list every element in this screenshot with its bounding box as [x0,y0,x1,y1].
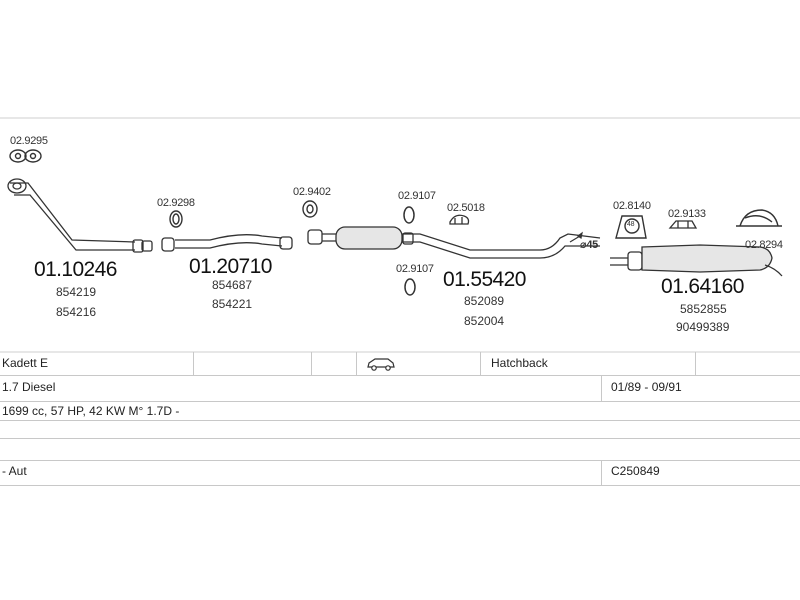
part-number-2[interactable]: 01.20710 [189,255,272,278]
hanger-3-icon [615,215,647,239]
gearbox: - Aut [2,464,27,478]
engine-type: 1.7 Diesel [2,380,56,394]
clamp-4-icon [668,220,698,229]
hanger-2-icon [404,278,416,296]
gasket-front-icon [9,149,42,163]
hanger-2-label: 02.9107 [396,263,434,275]
rear-silencer[interactable] [610,244,783,277]
mount-rear-icon [736,209,782,227]
clamp-4-label: 02.9133 [668,208,706,220]
pipe-diameter-label: ⌀45 [580,239,598,251]
part-3-ref-1: 852089 [464,294,505,308]
hanger-1-icon [403,206,415,224]
engine-specs: 1699 cc, 57 HP, 42 KW M° 1.7D - [2,404,180,418]
production-period: 01/89 - 09/91 [611,380,682,394]
centre-silencer[interactable] [307,226,601,259]
body-type: Hatchback [491,356,548,370]
part-number-1[interactable]: 01.10246 [34,258,117,281]
clamp-3-label: 02.5018 [447,202,485,214]
part-3-ref-2: 852004 [464,314,505,328]
part-2-ref-1: 854687 [212,278,253,292]
part-4-ref-2: 90499389 [676,320,730,334]
front-pipe[interactable] [7,178,153,253]
clamp-2-icon [302,200,318,218]
part-1-ref-1: 854219 [56,285,97,299]
hanger-3-badge: 48 [627,221,635,228]
clamp-1-icon [169,210,183,228]
part-4-ref-1: 5852855 [680,302,727,316]
clamp-3-icon [449,214,470,225]
middle-pipe[interactable] [161,234,293,252]
part-number-4[interactable]: 01.64160 [661,275,744,298]
mount-rear-label: 02.8294 [745,239,783,251]
hanger-1-label: 02.9107 [398,190,436,202]
part-2-ref-2: 854221 [212,297,253,311]
clamp-2-label: 02.9402 [293,186,331,198]
car-hatchback-icon [366,357,396,374]
diameter-arrow-icon [569,231,583,243]
hanger-3-label: 02.8140 [613,200,651,212]
catalog-code: C250849 [611,464,660,478]
vehicle-model: Kadett E [2,356,49,370]
gasket-front-label: 02.9295 [10,135,48,147]
part-1-ref-2: 854216 [56,305,97,319]
part-number-3[interactable]: 01.55420 [443,268,526,291]
clamp-1-label: 02.9298 [157,197,195,209]
